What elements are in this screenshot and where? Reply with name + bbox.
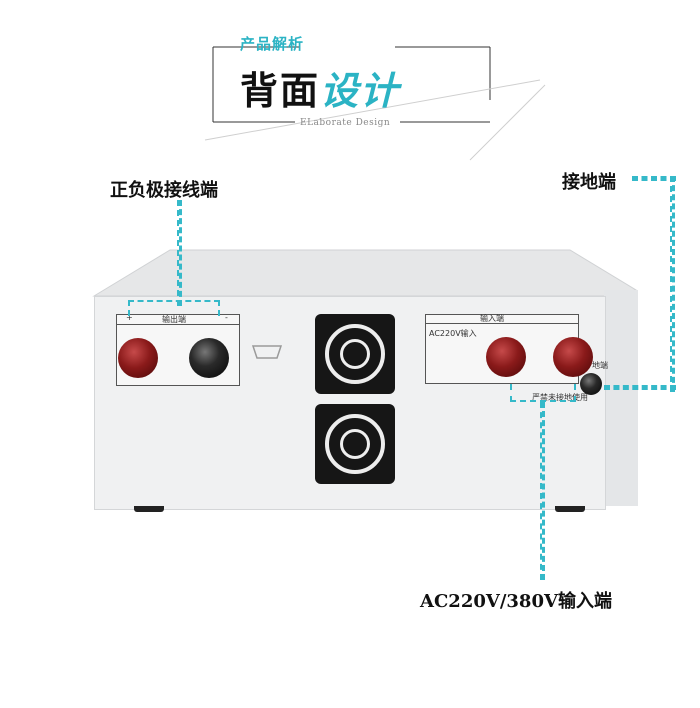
device-top-surface: [92, 249, 638, 297]
device-side-panel: [604, 290, 638, 506]
header-frame: [204, 46, 546, 161]
input-terminal-knob-left[interactable]: [486, 337, 526, 377]
ground-leader-horizontal-bottom: [604, 385, 676, 390]
ground-small-label: 地端: [592, 361, 608, 370]
fan-bottom-hub: [340, 429, 370, 459]
input-panel-divider: [425, 323, 579, 324]
ground-terminal-label: 接地端: [562, 172, 616, 193]
negative-terminal-knob[interactable]: [189, 338, 229, 378]
serial-port-icon: [251, 345, 283, 359]
output-panel-divider: [116, 324, 240, 325]
header-title: 背面设计: [240, 60, 400, 115]
ground-warning-text: 严禁未接地使用: [532, 393, 588, 402]
ground-leader-vertical: [670, 176, 675, 392]
header-title-dark: 背面: [240, 69, 321, 113]
output-leader-bracket: [128, 300, 220, 316]
input-panel-voltage: AC220V输入: [429, 329, 477, 338]
device-foot-left: [134, 506, 164, 512]
input-terminal-knob-right[interactable]: [553, 337, 593, 377]
input-terminal-label: AC220V/380V输入端: [420, 591, 612, 612]
header-title-accent: 设计: [320, 69, 401, 113]
ground-terminal-knob[interactable]: [580, 373, 602, 395]
output-minus-sign: -: [225, 313, 228, 322]
header-subtitle: 产品解析: [240, 35, 305, 53]
fan-top-hub: [340, 339, 370, 369]
input-leader-vertical: [540, 402, 545, 580]
header-english-subtitle: ELaborate Design: [300, 118, 391, 128]
fan-bottom-ring: [325, 414, 385, 474]
input-panel-label: 输入端: [480, 314, 504, 323]
output-plus-sign: +: [126, 313, 133, 322]
fan-top-ring: [325, 324, 385, 384]
output-leader-vertical: [177, 200, 182, 306]
positive-terminal-knob[interactable]: [118, 338, 158, 378]
device-foot-right: [555, 506, 585, 512]
output-terminal-label: 正负极接线端: [110, 180, 218, 201]
input-leader-bracket: [510, 384, 576, 402]
output-panel-label: 输出端: [162, 315, 186, 324]
